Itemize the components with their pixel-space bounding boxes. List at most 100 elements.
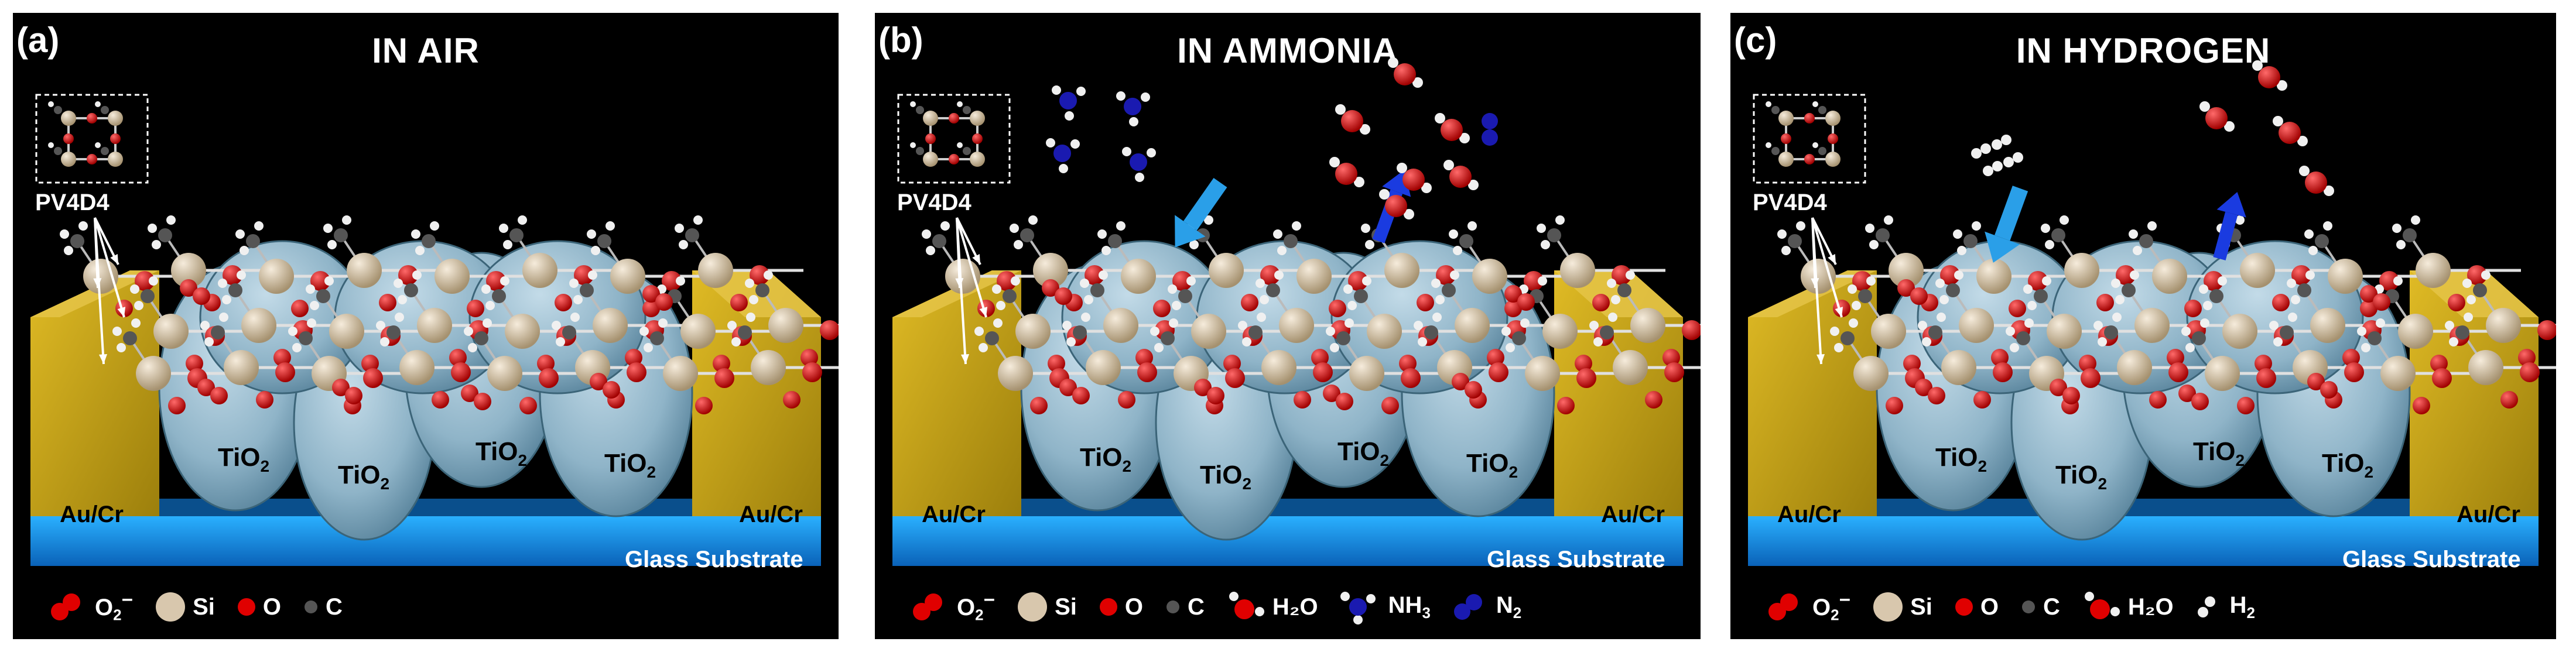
au-cr-left-label: Au/Cr: [1777, 502, 1841, 527]
hydrogen-molecule: [1983, 161, 2003, 176]
silicon-atom: [1086, 350, 1121, 385]
carbon-atom: [1248, 325, 1263, 339]
oxygen-atom: [2116, 265, 2136, 285]
oxygen-atom-icon: [237, 598, 255, 616]
ammonia-molecule-icon: [1340, 592, 1376, 624]
silicon-atom: [259, 259, 294, 294]
carbon-atom: [1108, 234, 1122, 248]
oxygen-atom: [2430, 355, 2448, 372]
carbon-atom: [1946, 283, 1960, 297]
carbon-atom-icon: [1166, 600, 1179, 613]
carbon-atom: [1547, 228, 1561, 242]
silicon-atom: [2117, 350, 2152, 385]
oxygen-atom: [256, 391, 273, 409]
au-cr-electrode-left: [892, 270, 1021, 516]
carbon-atom: [1354, 289, 1368, 303]
oxygen-atom: [1682, 320, 1701, 340]
tio2-label-3: TiO2: [1337, 437, 1390, 469]
water-molecule: [1329, 157, 1364, 187]
silicon-atom: [1455, 308, 1490, 343]
hydrogen-molecule: [1971, 143, 1991, 159]
oxygen-atom: [1489, 362, 1508, 382]
silicon-atom: [329, 314, 364, 349]
panel-divider-1: [860, 13, 863, 639]
oxygen-atom: [2432, 368, 2452, 388]
carbon-atom: [2280, 325, 2294, 339]
silicon-atom: [2205, 356, 2240, 391]
oxygen-atom: [2448, 294, 2465, 311]
silicon-atom: [1121, 259, 1156, 294]
water-molecule: [1397, 163, 1432, 193]
superoxide-adsorbates: [1042, 279, 1535, 410]
oxygen-atom: [1886, 397, 1903, 414]
carbon-atom: [404, 283, 418, 297]
silicon-atom: [1853, 356, 1889, 391]
pv4d4-pointer-arrows: [955, 217, 988, 365]
carbon-atom: [755, 283, 769, 297]
carbon-atom: [1284, 234, 1298, 248]
carbon-atom: [228, 283, 242, 297]
carbon-atom: [123, 331, 137, 345]
pv4d4-inset: [35, 94, 149, 184]
nitrogen-molecule: [1482, 113, 1498, 146]
panel-a-title: IN AIR: [372, 31, 480, 70]
carbon-atom: [386, 325, 401, 339]
silicon-atom: [998, 356, 1033, 391]
silicon-atom: [1384, 253, 1419, 288]
carbon-atom: [299, 331, 313, 345]
carbon-atom: [2368, 331, 2382, 345]
panel-c-letter: (c): [1734, 20, 1777, 60]
water-molecule: [2299, 166, 2334, 196]
carbon-atom: [1617, 283, 1631, 297]
oxygen-atom: [662, 271, 682, 291]
legend-carbon: C: [2020, 594, 2060, 620]
carbon-atom: [1090, 283, 1104, 297]
tio2-label-2: TiO2: [1200, 461, 1252, 493]
oxygen-atom: [750, 265, 769, 285]
oxygen-atom-icon: [1955, 598, 1973, 616]
water-molecule: [1335, 104, 1370, 135]
oxygen-atom: [730, 294, 748, 311]
silicon-atom: [2064, 253, 2099, 288]
legend-superoxide: O2−: [48, 589, 133, 624]
silicon-atom: [2328, 259, 2363, 294]
oxygen-atom: [1436, 265, 1456, 285]
carbon-atom: [2104, 325, 2118, 339]
tio2-label-1: TiO2: [1080, 443, 1132, 475]
panel-b-letter: (b): [878, 20, 923, 60]
silicon-atom: [2222, 314, 2257, 349]
hydrogen-molecule: [1992, 135, 2011, 150]
oxygen-atom: [186, 355, 203, 372]
gas-in-arrow: [1985, 186, 2028, 263]
oxygen-atom: [1973, 391, 1991, 409]
carbon-atom: [509, 228, 524, 242]
oxygen-atom: [2009, 300, 2026, 317]
carbon-atom: [1442, 283, 1456, 297]
carbon-atom: [1876, 228, 1890, 242]
oxygen-atom: [1311, 349, 1329, 366]
oxygen-atom: [1662, 349, 1680, 366]
nitrogen-molecule-icon: [1453, 594, 1482, 620]
oxygen-atom: [2255, 355, 2272, 372]
panel-a-scene: [30, 94, 839, 566]
oxygen-atom: [273, 349, 291, 366]
legend-water: H₂O: [2081, 589, 2174, 624]
silicon-atom: [1542, 314, 1578, 349]
water-molecule: [1435, 113, 1470, 143]
tio2-label-3: TiO2: [2193, 437, 2245, 469]
oxygen-atom: [363, 368, 383, 388]
oxygen-atom: [625, 349, 642, 366]
silicon-atom: [2047, 314, 2082, 349]
carbon-atom: [2192, 331, 2206, 345]
carbon-atom: [2473, 283, 2487, 297]
oxygen-atom: [361, 355, 379, 372]
silicon-atom: [1472, 259, 1507, 294]
oxygen-atom: [574, 265, 594, 285]
silicon-atom: [1033, 253, 1068, 288]
oxygen-atom: [2204, 271, 2223, 291]
oxygen-atom: [223, 265, 242, 285]
ammonia-molecule: [1116, 91, 1150, 126]
oxygen-atom: [2079, 355, 2096, 372]
oxygen-atom: [2096, 294, 2114, 311]
superoxide-icon: [51, 593, 80, 620]
